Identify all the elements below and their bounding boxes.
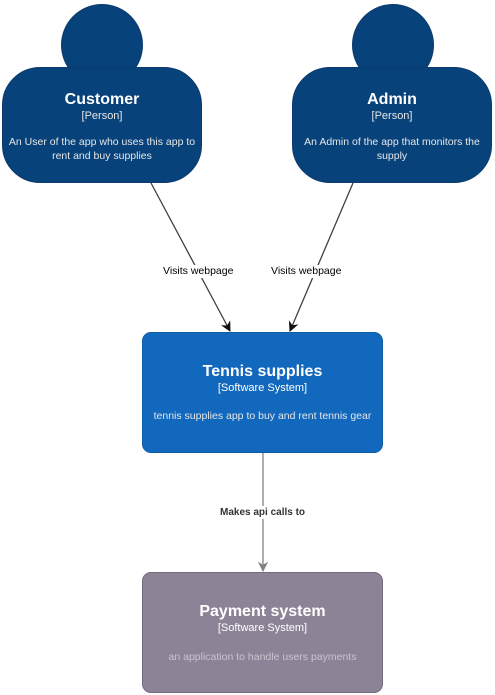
customer-title: Customer [64, 91, 140, 108]
customer-description: An User of the app who uses this app to … [8, 136, 196, 162]
tennis-supplies-type: [Software System] [217, 382, 308, 394]
payment-system-type: [Software System] [217, 622, 308, 634]
payment-system-node[interactable]: Payment system [Software System] an appl… [142, 572, 383, 693]
edge-label-admin: Visits webpage [270, 265, 343, 278]
edge-admin-to-tennis[interactable] [288, 182, 354, 332]
tennis-supplies-title: Tennis supplies [202, 363, 323, 380]
payment-system-description: an application to handle users payments [168, 651, 357, 663]
tennis-supplies-node[interactable]: Tennis supplies [Software System] tennis… [142, 332, 383, 453]
admin-description: An Admin of the app that monitors the su… [304, 136, 480, 162]
admin-node[interactable]: Admin [Person] An Admin of the app that … [292, 67, 492, 183]
admin-title: Admin [367, 91, 417, 108]
customer-type: [Person] [81, 110, 123, 122]
edge-label-customer: Visits webpage [162, 265, 235, 278]
customer-node[interactable]: Customer [Person] An User of the app who… [2, 67, 202, 183]
payment-system-title: Payment system [199, 603, 326, 620]
admin-type: [Person] [371, 110, 413, 122]
edge-customer-to-tennis[interactable] [150, 182, 231, 332]
tennis-supplies-description: tennis supplies app to buy and rent tenn… [153, 410, 372, 422]
edge-label-payment: Makes api calls to [219, 506, 307, 519]
